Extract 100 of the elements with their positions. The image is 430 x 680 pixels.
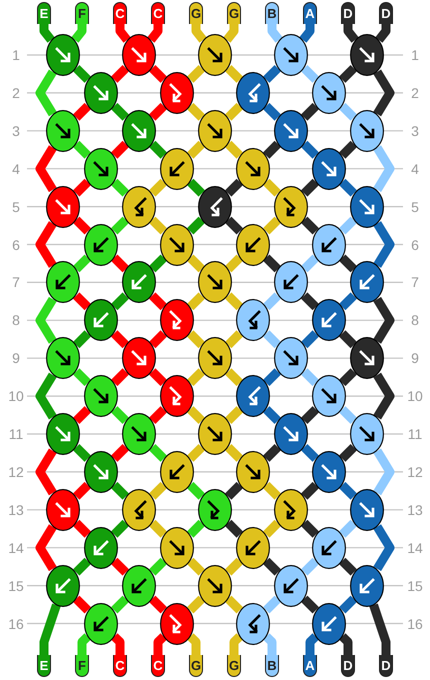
thread-line (230, 633, 243, 655)
thread-line (111, 254, 129, 272)
thread-line (263, 102, 281, 121)
thread-line (111, 216, 129, 234)
knot-oval (236, 299, 270, 342)
knot-oval (160, 224, 194, 266)
knot-oval (236, 602, 270, 644)
thread-letter: A (303, 655, 317, 677)
row-number: 5 (11, 198, 21, 215)
thread-line (111, 596, 129, 614)
thread-line (301, 520, 319, 538)
thread-line (369, 604, 390, 655)
knot-oval (236, 148, 270, 190)
thread-line (263, 444, 281, 462)
knot-oval (198, 110, 232, 152)
thread-line (71, 24, 86, 43)
thread-line (301, 482, 319, 500)
thread-line (301, 65, 319, 83)
thread-line (263, 65, 281, 83)
thread-line (339, 292, 357, 310)
knot-oval (84, 602, 118, 644)
knot-oval (46, 261, 80, 304)
thread-letter: E (37, 655, 51, 677)
row-number: 2 (11, 84, 21, 101)
knot-oval (122, 261, 156, 304)
row-number: 10 (7, 388, 25, 404)
knot-oval (312, 299, 346, 342)
row-number: 13 (406, 502, 424, 518)
thread-line (373, 448, 394, 496)
thread-line (36, 372, 57, 420)
knot-oval (84, 148, 118, 190)
thread-line (149, 140, 167, 159)
knot-oval (236, 224, 270, 266)
thread-line (187, 65, 205, 83)
row-number: 16 (7, 616, 25, 632)
knot-oval (198, 564, 232, 607)
thread-line (225, 330, 243, 348)
thread-line (111, 292, 129, 310)
thread-line (225, 520, 243, 538)
thread-line (187, 633, 200, 655)
thread-line (149, 292, 167, 310)
thread-line (225, 596, 243, 614)
thread-line (73, 254, 91, 272)
thread-line (263, 558, 281, 576)
thread-line (73, 558, 91, 576)
thread-line (40, 24, 55, 43)
knot-oval (198, 337, 232, 380)
thread-line (301, 368, 319, 386)
thread-line (301, 558, 319, 576)
row-number: 1 (410, 47, 420, 63)
thread-line (263, 368, 281, 386)
thread-line (373, 69, 394, 116)
thread-line (111, 102, 129, 121)
thread-line (225, 292, 243, 310)
row-number: 3 (11, 122, 21, 139)
thread-line (301, 330, 319, 348)
knot-oval (46, 564, 80, 607)
knot-oval (160, 299, 194, 342)
thread-line (301, 596, 319, 614)
thread-line (268, 24, 283, 43)
thread-line (149, 65, 167, 83)
thread-line (225, 140, 243, 159)
thread-line (373, 145, 394, 192)
thread-line (73, 140, 91, 159)
thread-line (73, 65, 91, 83)
thread-line (147, 24, 162, 43)
thread-line (301, 140, 319, 159)
knot-oval (198, 261, 232, 304)
thread-line (263, 633, 276, 655)
thread-letter: A (303, 2, 317, 24)
thread-letter: D (379, 2, 393, 24)
thread-letter: C (113, 2, 127, 24)
thread-line (73, 216, 91, 234)
thread-letter: D (341, 655, 355, 677)
knot-oval (350, 34, 384, 76)
knot-oval (274, 413, 308, 455)
thread-line (263, 330, 281, 348)
knot-oval (84, 224, 118, 266)
thread-line (225, 368, 243, 386)
knot-oval (198, 413, 232, 455)
thread-line (149, 368, 167, 386)
thread-line (36, 145, 57, 192)
knot-oval (312, 72, 346, 114)
row-number: 12 (406, 464, 424, 480)
thread-line (373, 221, 394, 268)
thread-letter: F (75, 655, 89, 677)
thread-line (223, 24, 238, 43)
knot-oval (84, 450, 118, 493)
knot-oval (350, 413, 384, 455)
thread-line (375, 24, 390, 43)
knot-oval (274, 261, 308, 304)
knot-oval (350, 186, 384, 228)
thread-line (73, 102, 91, 121)
thread-line (149, 520, 167, 538)
thread-line (299, 24, 314, 43)
thread-line (111, 482, 129, 500)
row-number: 7 (410, 274, 420, 290)
thread-line (187, 558, 205, 576)
thread-line (187, 254, 205, 272)
thread-line (263, 216, 281, 234)
